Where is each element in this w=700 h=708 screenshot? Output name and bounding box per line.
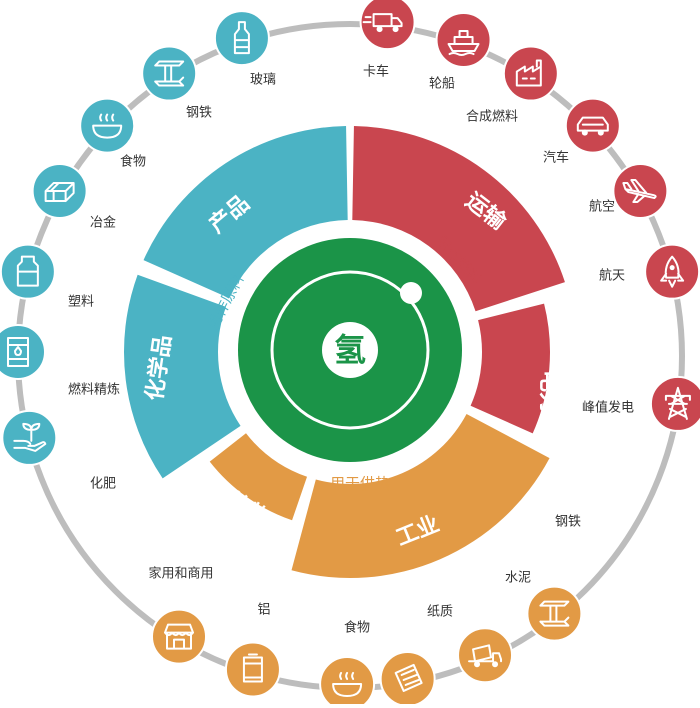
- segment-chemicals: [124, 274, 241, 479]
- node-circle: [141, 45, 198, 102]
- node-circle: [319, 655, 376, 708]
- node-2: 合成燃料: [466, 45, 559, 125]
- steel-beam-icon: [154, 60, 185, 87]
- bowl-icon: [332, 671, 363, 697]
- node-circle: [359, 0, 416, 51]
- node-4: 航空: [589, 163, 669, 220]
- barrel-icon: [7, 337, 29, 367]
- segment-industry: [291, 413, 550, 578]
- node-15: 塑料: [0, 243, 94, 310]
- glass-bottle-icon: [233, 21, 250, 55]
- node-label: 纸质: [427, 605, 453, 620]
- paper-icon: [394, 663, 423, 692]
- electron-orbit: [270, 270, 430, 430]
- node-5: 航天: [599, 243, 700, 300]
- node-label: 塑料: [68, 295, 94, 310]
- node-circle: [213, 10, 270, 67]
- node-circle: [612, 163, 669, 220]
- node-label: 航天: [599, 268, 625, 284]
- node-17: 食物: [79, 97, 146, 170]
- node-label: 燃料精炼: [68, 382, 120, 398]
- plant-hand-icon: [13, 422, 47, 452]
- nucleus: [322, 322, 378, 378]
- node-13: 化肥: [1, 409, 116, 492]
- node-circle: [1, 409, 58, 466]
- node-label: 钢铁: [186, 106, 212, 121]
- node-label: 轮船: [429, 77, 455, 92]
- rocket-icon: [660, 255, 685, 288]
- node-label: 航空: [589, 199, 615, 215]
- node-9: 纸质: [379, 605, 453, 707]
- node-7: 钢铁: [526, 515, 583, 642]
- node-14: 燃料精炼: [0, 324, 120, 398]
- node-circle: [457, 627, 514, 684]
- node-circle: [151, 608, 208, 665]
- ship-icon: [447, 30, 480, 57]
- steel-beam-icon: [539, 600, 570, 627]
- factory-icon: [515, 59, 542, 87]
- car-icon: [576, 116, 609, 136]
- electron-dot: [400, 282, 422, 304]
- node-label: 汽车: [543, 150, 569, 166]
- truck-icon: [362, 13, 403, 33]
- can-icon: [242, 653, 263, 683]
- node-label: 水泥: [505, 571, 531, 586]
- node-circle: [502, 45, 559, 102]
- arc-label-heat: 用于供热: [330, 475, 390, 493]
- node-18: 钢铁: [141, 45, 212, 121]
- node-label: 卡车: [363, 64, 389, 80]
- segment-products: [143, 126, 348, 299]
- node-circle: [0, 324, 46, 380]
- node-6: 峰值发电: [582, 375, 700, 432]
- node-label: 玻璃: [250, 73, 276, 88]
- node-label: 化肥: [90, 477, 116, 492]
- segment-ring: [124, 126, 565, 578]
- shop-icon: [164, 623, 195, 650]
- node-1: 轮船: [429, 12, 492, 92]
- bowl-icon: [92, 113, 123, 139]
- cement-mixer-icon: [468, 644, 503, 668]
- segment-power: [470, 303, 550, 434]
- bottle-icon: [16, 255, 39, 287]
- node-0: 卡车: [359, 0, 416, 80]
- node-circle: [224, 641, 281, 698]
- node-label: 钢铁: [555, 515, 581, 530]
- node-label: 食物: [344, 620, 370, 636]
- node-3: 汽车: [543, 97, 621, 166]
- ingot-icon: [44, 182, 75, 203]
- segment-label-power: 电力: [536, 370, 561, 414]
- node-16: 冶金: [31, 163, 116, 231]
- node-label: 铝: [257, 603, 270, 618]
- power-tower-icon: [664, 386, 691, 420]
- node-circle: [435, 12, 492, 69]
- node-label: 冶金: [90, 215, 116, 231]
- node-label: 合成燃料: [466, 109, 518, 125]
- node-circle: [644, 243, 700, 300]
- node-label: 峰值发电: [582, 400, 634, 416]
- segment-buildings: [209, 433, 308, 521]
- node-label: 家用和商用: [148, 566, 213, 582]
- node-label: 食物: [120, 154, 146, 170]
- node-circle: [526, 585, 583, 642]
- airplane-icon: [622, 179, 657, 204]
- node-19: 玻璃: [213, 10, 276, 88]
- node-11: 铝: [224, 603, 281, 698]
- hydrogen-symbol: 氢: [334, 331, 366, 369]
- segment-transport: [352, 126, 565, 312]
- node-10: 食物: [319, 620, 376, 708]
- node-8: 水泥: [457, 571, 531, 684]
- node-12: 家用和商用: [148, 566, 214, 665]
